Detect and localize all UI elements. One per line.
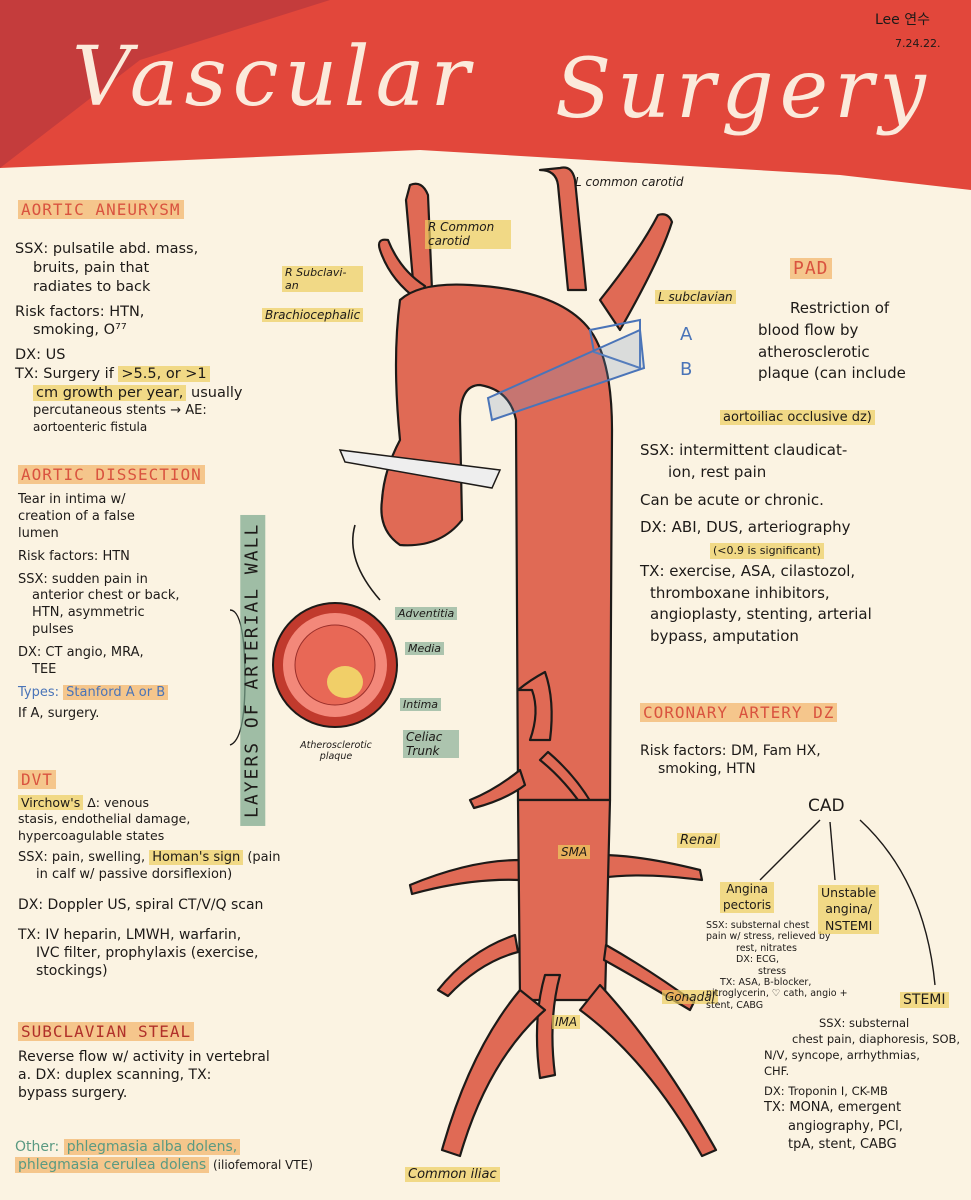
label-l-common-carotid: L common carotid xyxy=(575,175,684,189)
cad-heading: CORONARY ARTERY DZ xyxy=(640,703,838,722)
label-sma: SMA xyxy=(558,845,591,859)
clamp-b xyxy=(486,328,646,422)
pad-details: SSX: intermittent claudicat- ion, rest p… xyxy=(640,441,872,645)
other-block: Other: phlegmasia alba dolens, phlegmasi… xyxy=(15,1139,313,1174)
angina-pectoris: Angina pectoris xyxy=(720,882,775,914)
l-common-carotid-vessel xyxy=(538,166,588,292)
red-banner xyxy=(0,0,971,190)
pad-heading: PAD xyxy=(790,258,832,279)
signature-name: Lee 연수 xyxy=(875,12,930,28)
pad-highlight: aortoiliac occlusive dz) xyxy=(720,410,875,427)
ima-vessel xyxy=(535,973,562,1080)
label-clamp-a: A xyxy=(680,324,693,345)
label-celiac-trunk: Celiac Trunk xyxy=(403,730,459,758)
renal-vessel-left xyxy=(408,858,522,896)
cad-center: CAD xyxy=(808,796,845,816)
label-intima: Intima xyxy=(400,698,442,711)
cad-arrows xyxy=(759,819,936,986)
title-surgery: Surgery xyxy=(555,42,932,137)
aortic-dissection-block: Tear in intima w/ creation of a false lu… xyxy=(18,492,180,721)
cad-risk: Risk factors: DM, Fam HX, smoking, HTN xyxy=(640,743,821,778)
angina-details: SSX: substernal chest pain w/ stress, re… xyxy=(706,920,848,1011)
common-iliac-right xyxy=(578,983,718,1158)
stemi-details: SSX: substernal chest pain, diaphoresis,… xyxy=(764,1016,961,1152)
signature-date: 7.24.22. xyxy=(895,37,941,50)
label-ima: IMA xyxy=(552,1015,581,1029)
layers-of-arterial-wall-label: LAYERS OF ARTERIAL WALL xyxy=(240,514,265,826)
aortic-dissection-heading: AORTIC DISSECTION xyxy=(18,465,205,484)
arterial-wall-section xyxy=(272,602,398,728)
label-l-subclavian: L subclavian xyxy=(655,290,736,304)
l-subclavian-vessel xyxy=(598,213,674,332)
unstable-angina: Unstable angina/ NSTEMI xyxy=(818,885,880,934)
pad-block: Restriction of blood flow by atheroscler… xyxy=(758,299,906,383)
title-vascular: Vascular xyxy=(72,30,476,125)
stemi-label: STEMI xyxy=(900,992,949,1009)
celiac-trunk-vessel xyxy=(516,670,553,742)
r-subclavian-vessel xyxy=(377,238,427,302)
subclavian-steal-block: Reverse flow w/ activity in vertebral a.… xyxy=(18,1049,270,1102)
clamp-lower-left xyxy=(338,449,502,489)
celiac-branch xyxy=(468,768,527,810)
aortic-aneurysm-block: SSX: pulsatile abd. mass, bruits, pain t… xyxy=(15,241,243,434)
label-r-common-carotid: R Common carotid xyxy=(425,220,511,249)
gonadal-vessel xyxy=(436,933,520,998)
aortic-aneurysm-heading: AORTIC ANEURYSM xyxy=(18,200,184,219)
label-gonadal: Gonadal xyxy=(662,990,718,1004)
dvt-heading: DVT xyxy=(18,770,56,789)
common-iliac-left xyxy=(440,988,547,1158)
label-renal: Renal xyxy=(677,833,720,848)
label-adventitia: Adventitia xyxy=(395,607,458,620)
label-media: Media xyxy=(405,642,445,655)
dvt-block: Virchow's Δ: venous stasis, endothelial … xyxy=(18,795,281,980)
renal-vessel xyxy=(598,853,704,882)
label-clamp-b: B xyxy=(680,359,693,380)
arrow-to-section xyxy=(352,524,381,601)
abdominal-aorta xyxy=(516,798,612,1002)
label-common-iliac: Common iliac xyxy=(405,1167,500,1182)
dark-red-banner xyxy=(0,0,330,168)
label-atherosclerotic-plaque: Atherosclerotic plaque xyxy=(300,740,372,762)
label-r-subclavian: R Subclavi-an xyxy=(282,266,363,292)
subclavian-steal-heading: SUBCLAVIAN STEAL xyxy=(18,1022,195,1041)
clamp-a xyxy=(588,318,641,370)
aorta-drawing xyxy=(377,166,718,1158)
label-brachiocephalic: Brachiocephalic xyxy=(262,308,364,322)
